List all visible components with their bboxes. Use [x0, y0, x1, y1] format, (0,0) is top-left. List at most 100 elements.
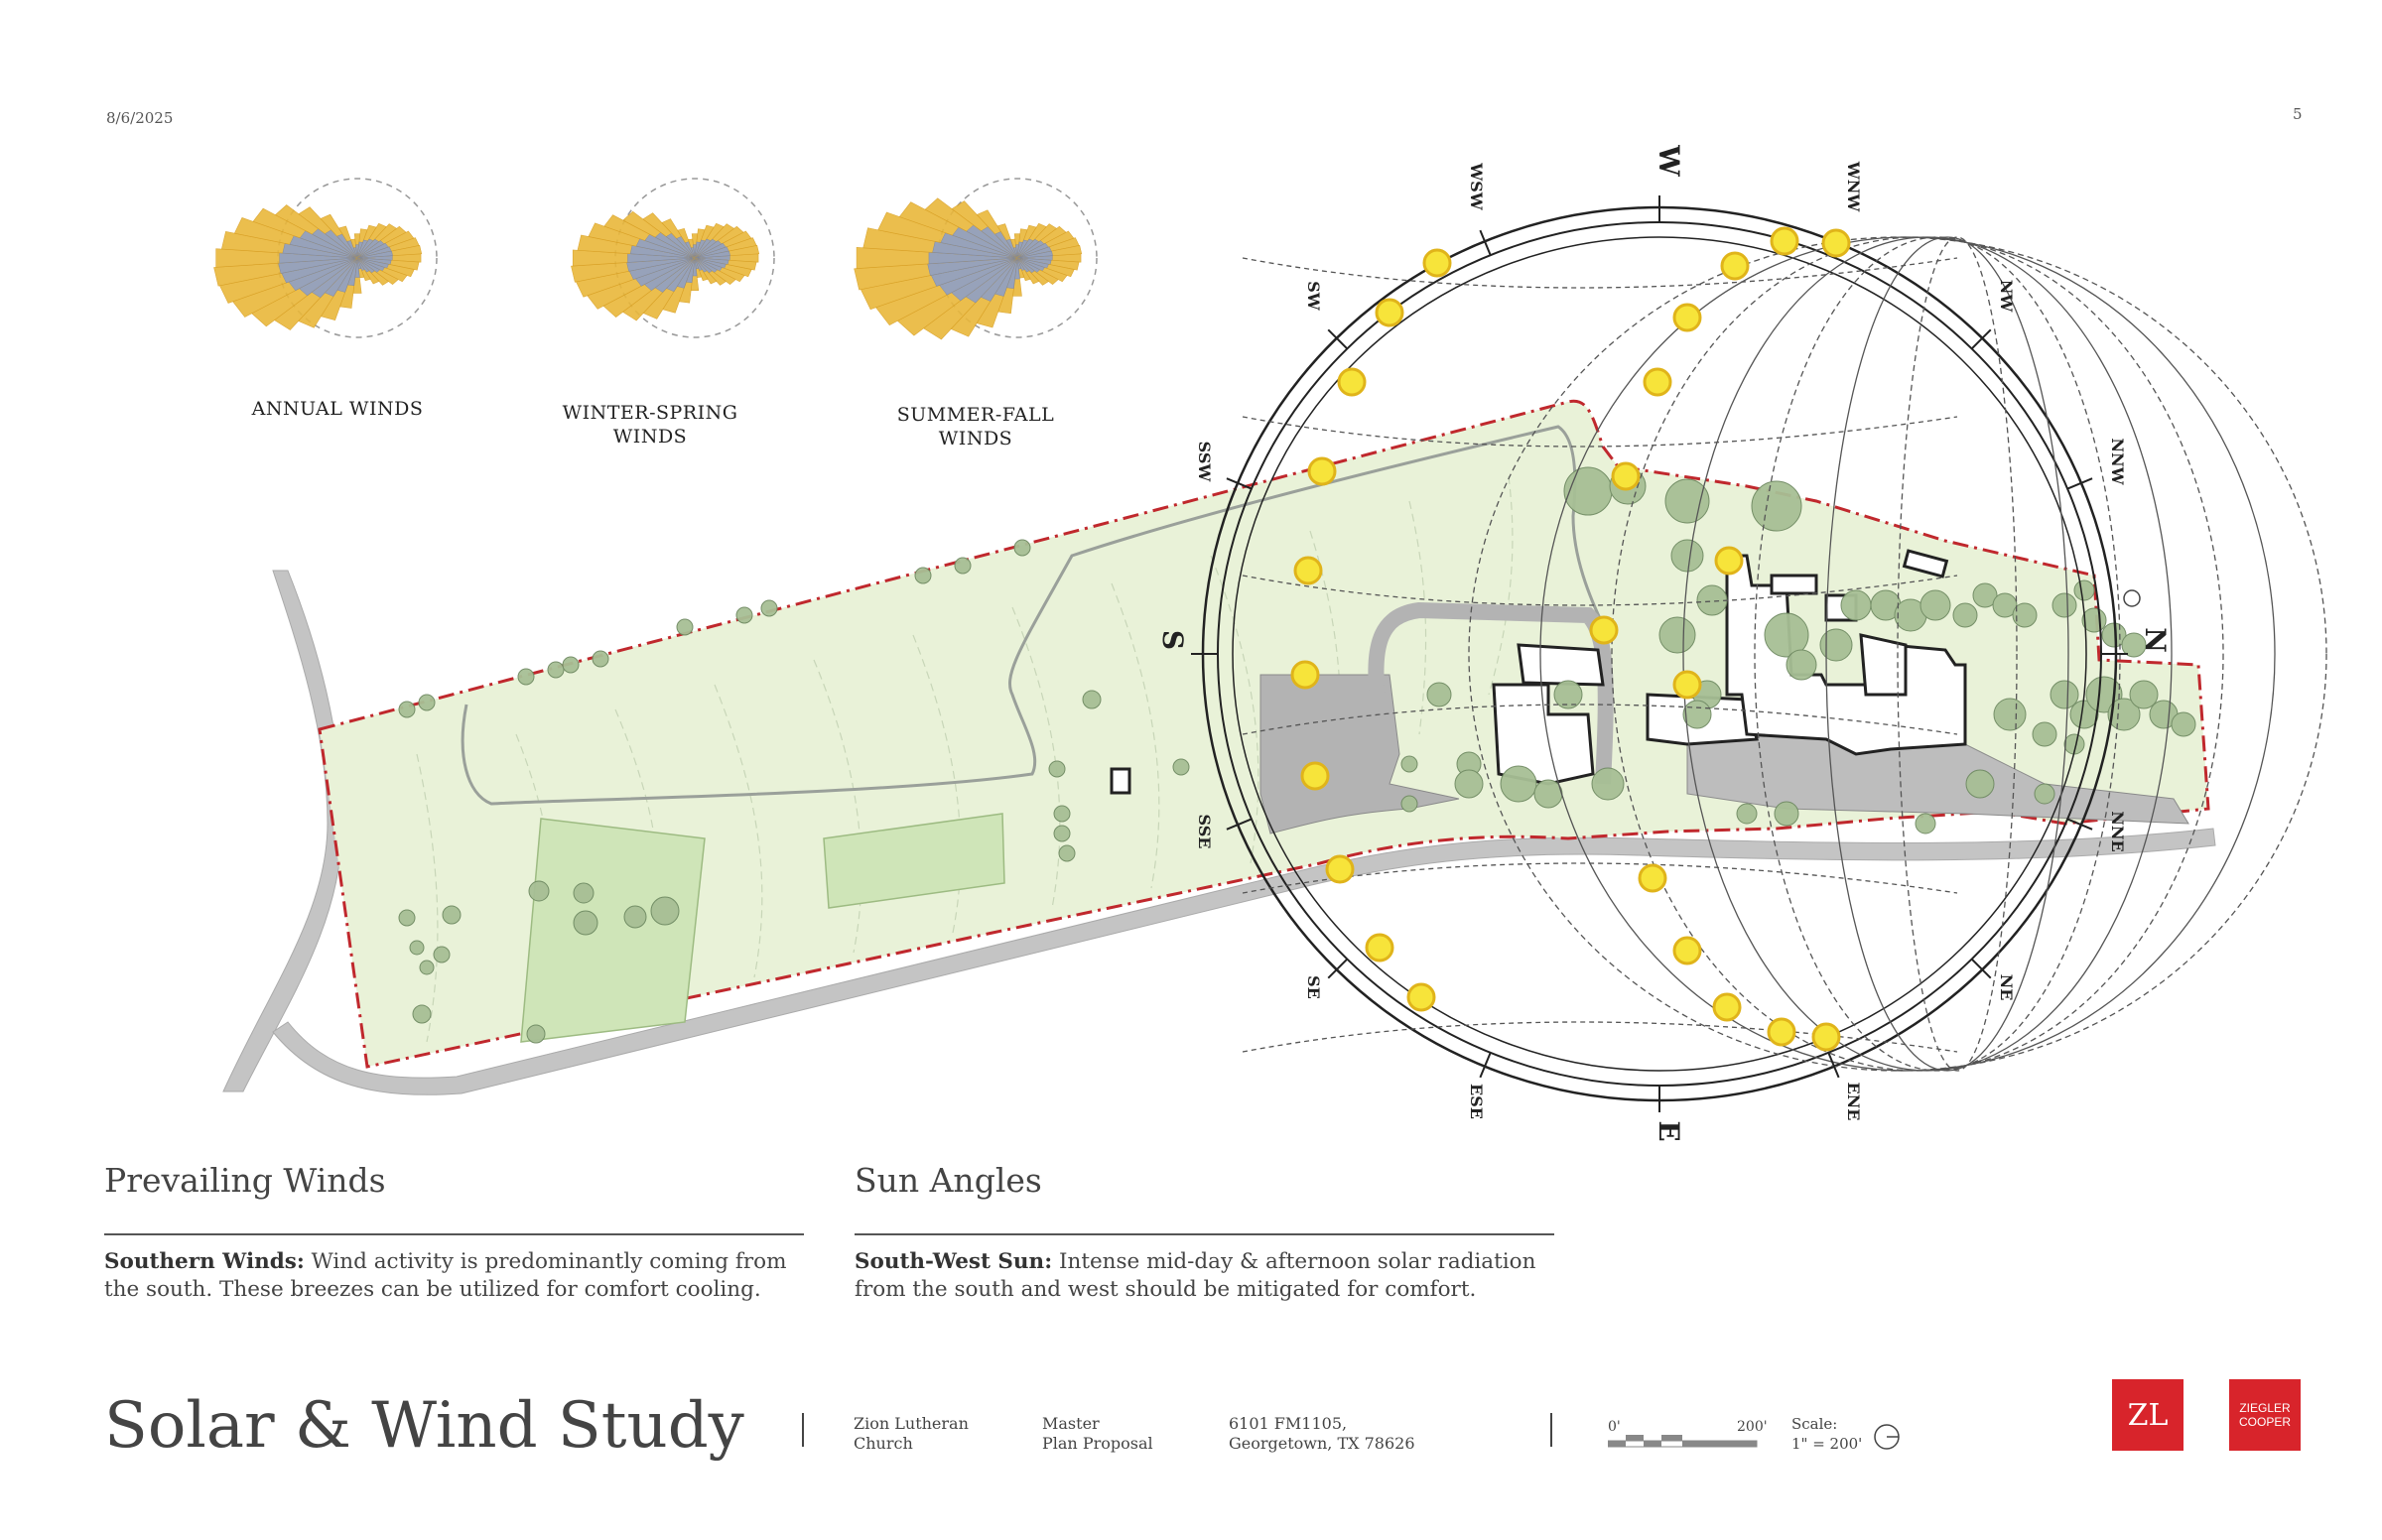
tree — [1591, 767, 1625, 801]
tree — [528, 880, 550, 902]
tree — [1696, 584, 1728, 616]
sun-icon — [1811, 1022, 1841, 1052]
compass-tick — [1226, 477, 1253, 490]
wind-rose-summer-fall — [854, 178, 1098, 340]
sun-body: South-West Sun: Intense mid-day & aftern… — [855, 1248, 1559, 1304]
compass-sse: SSE — [1195, 815, 1214, 849]
hour-line — [1242, 575, 1958, 606]
tree — [1786, 649, 1817, 681]
tree — [1992, 592, 2018, 618]
project-line: Plan Proposal — [1042, 1434, 1153, 1453]
tree — [573, 882, 595, 904]
tree — [1993, 698, 2027, 731]
address: 6101 FM1105, Georgetown, TX 78626 — [1229, 1414, 1415, 1454]
tree — [1500, 765, 1537, 803]
hour-line — [1242, 416, 1958, 448]
tree — [1670, 539, 1704, 573]
sun-icon — [1300, 761, 1330, 791]
sun-icon — [1712, 992, 1742, 1022]
tree — [1082, 690, 1102, 709]
winds-lead: Southern Winds: — [104, 1249, 305, 1274]
tree — [1172, 758, 1190, 776]
compass-ssw: SSW — [1195, 442, 1214, 483]
tree — [1819, 628, 1853, 662]
page-title: Solar & Wind Study — [104, 1389, 744, 1463]
tree — [1774, 801, 1799, 827]
tree — [1553, 680, 1583, 709]
winds-body: Southern Winds: Wind activity is predomi… — [104, 1248, 809, 1304]
parking-lot-east — [1686, 723, 2189, 825]
tree — [442, 905, 462, 925]
divider — [1550, 1413, 1552, 1447]
tree — [419, 960, 435, 975]
tree — [1915, 813, 1936, 834]
tree — [2073, 579, 2095, 601]
tree — [1952, 602, 1978, 628]
wind-petal-inner — [694, 250, 730, 259]
tree — [676, 618, 694, 636]
tree — [2129, 680, 2159, 709]
tree — [1563, 466, 1613, 516]
sun-text: Intense mid-day & afternoon solar radiat… — [855, 1249, 1536, 1302]
wind-label-annual: ANNUAL WINDS — [238, 397, 437, 421]
sun-path-compass — [1191, 195, 2327, 1112]
compass-w: W — [1653, 144, 1685, 177]
field-right — [823, 813, 1005, 909]
wind-petal-inner — [356, 250, 393, 259]
sun-icon — [1406, 982, 1436, 1012]
north-marker-icon — [2123, 589, 2141, 607]
sun-icon — [1821, 228, 1851, 258]
compass-nnw: NNW — [2108, 438, 2127, 485]
client-line: Church — [854, 1434, 913, 1453]
hour-line — [1242, 704, 1958, 735]
tree — [1919, 589, 1951, 621]
walking-path — [461, 425, 1610, 806]
sun-icon — [1290, 660, 1320, 690]
wind-label-line: ANNUAL WINDS — [251, 398, 424, 420]
wind-label-line: WINDS — [938, 428, 1013, 449]
sun-icon — [1672, 670, 1702, 700]
sun-icon — [1325, 854, 1355, 884]
wind-label-summer-fall: SUMMER-FALL WINDS — [876, 403, 1075, 450]
compass-e: E — [1653, 1120, 1685, 1141]
winds-rule — [104, 1233, 804, 1235]
date-label: 8/6/2025 — [106, 109, 174, 127]
compass-ese: ESE — [1467, 1084, 1486, 1119]
compass-tick — [1226, 818, 1253, 831]
sun-icon — [1589, 615, 1619, 645]
tree — [2051, 592, 2077, 618]
tree — [1764, 612, 1809, 658]
tree — [2107, 698, 2141, 731]
tree — [412, 1004, 432, 1024]
compass-nw: NW — [1997, 280, 2016, 314]
scale-value: 1" = 200' — [1791, 1435, 1863, 1453]
scale-start: 0' — [1608, 1419, 1621, 1435]
compass-s: S — [1156, 630, 1189, 650]
compass-ne: NE — [1997, 974, 2016, 1001]
sun-title: Sun Angles — [855, 1161, 1042, 1200]
tree — [433, 946, 451, 963]
sun-rule — [855, 1233, 1554, 1235]
firm-line: COOPER — [2238, 1415, 2291, 1429]
compass-tick — [2066, 818, 2093, 831]
scale-bar — [1608, 1435, 1758, 1448]
winds-title: Prevailing Winds — [104, 1161, 386, 1200]
tree — [914, 567, 932, 584]
wind-label-winter-spring: WINTER-SPRING WINDS — [551, 401, 749, 449]
sun-icon — [1770, 226, 1799, 256]
tree — [2034, 783, 2055, 805]
sun-path-arc — [1539, 236, 2276, 1072]
tree — [954, 557, 972, 575]
tree — [398, 701, 416, 718]
firm-line: ZIEGLER — [2239, 1401, 2291, 1415]
compass-tick — [1970, 328, 1992, 350]
trees — [398, 466, 2196, 1044]
compass-tick — [1479, 1052, 1492, 1079]
compass-ene: ENE — [1844, 1082, 1863, 1120]
sun-icon — [1767, 1017, 1796, 1047]
tree — [573, 910, 598, 936]
north-arrow-icon — [1874, 1424, 1900, 1450]
tree — [623, 905, 647, 929]
church-buildings — [1110, 549, 1967, 795]
